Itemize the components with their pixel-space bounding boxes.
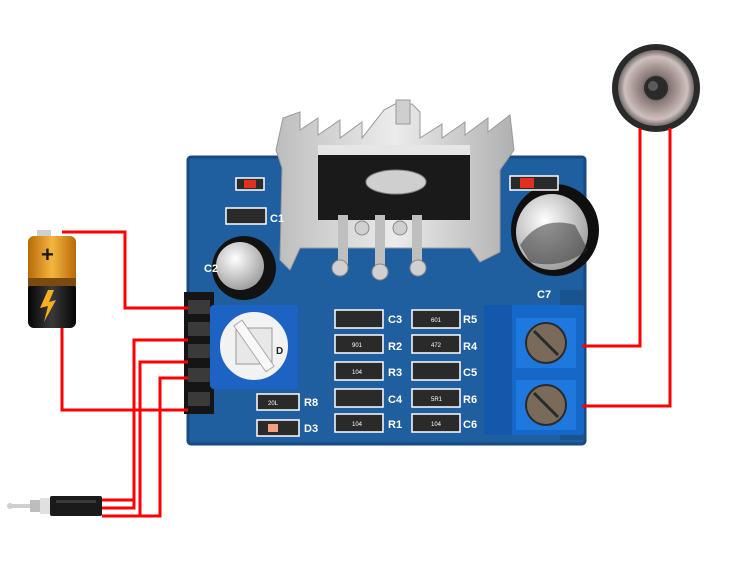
silk-label-c3: C3 [388, 314, 402, 326]
silk-label-c5: C5 [463, 367, 477, 379]
silk-label-d3: D3 [304, 423, 318, 435]
silk-label-c2: C2 [204, 263, 218, 275]
pin-header [184, 292, 214, 414]
silk-label-c1: C1 [270, 213, 284, 225]
smd-code: 104 [431, 422, 442, 428]
smd-code: 20L [268, 401, 279, 407]
terminal-block-icon [484, 305, 584, 435]
silk-label-r5: R5 [463, 314, 477, 326]
silk-label-r3: R3 [388, 367, 402, 379]
potentiometer-icon[interactable]: D [210, 305, 298, 389]
smd-code: 472 [431, 343, 442, 349]
smd-code: 104 [352, 370, 363, 376]
speaker-icon [612, 44, 700, 132]
smd-code: 601 [431, 318, 442, 324]
silk-label-r8: R8 [304, 397, 318, 409]
svg-text:+: + [41, 242, 54, 267]
wires [60, 128, 672, 518]
small-capacitor [212, 236, 276, 300]
smd-array [256, 309, 461, 437]
heatsink-icon [275, 99, 515, 281]
smd-code: 5R1 [431, 397, 443, 403]
smd-code: 901 [352, 343, 363, 349]
silk-label-r4: R4 [463, 341, 478, 353]
silk-label-c7: C7 [537, 289, 551, 301]
silk-label-c6: C6 [463, 419, 477, 431]
silk-label-r6: R6 [463, 394, 477, 406]
battery-icon: + [28, 230, 76, 328]
silk-label-r1: R1 [388, 419, 402, 431]
audio-jack-icon [7, 496, 102, 516]
pot-label: D [276, 346, 283, 357]
silk-label-c4: C4 [388, 394, 403, 406]
silk-label-r2: R2 [388, 341, 402, 353]
capacitor-icon [511, 184, 599, 276]
smd-code: 104 [352, 422, 363, 428]
